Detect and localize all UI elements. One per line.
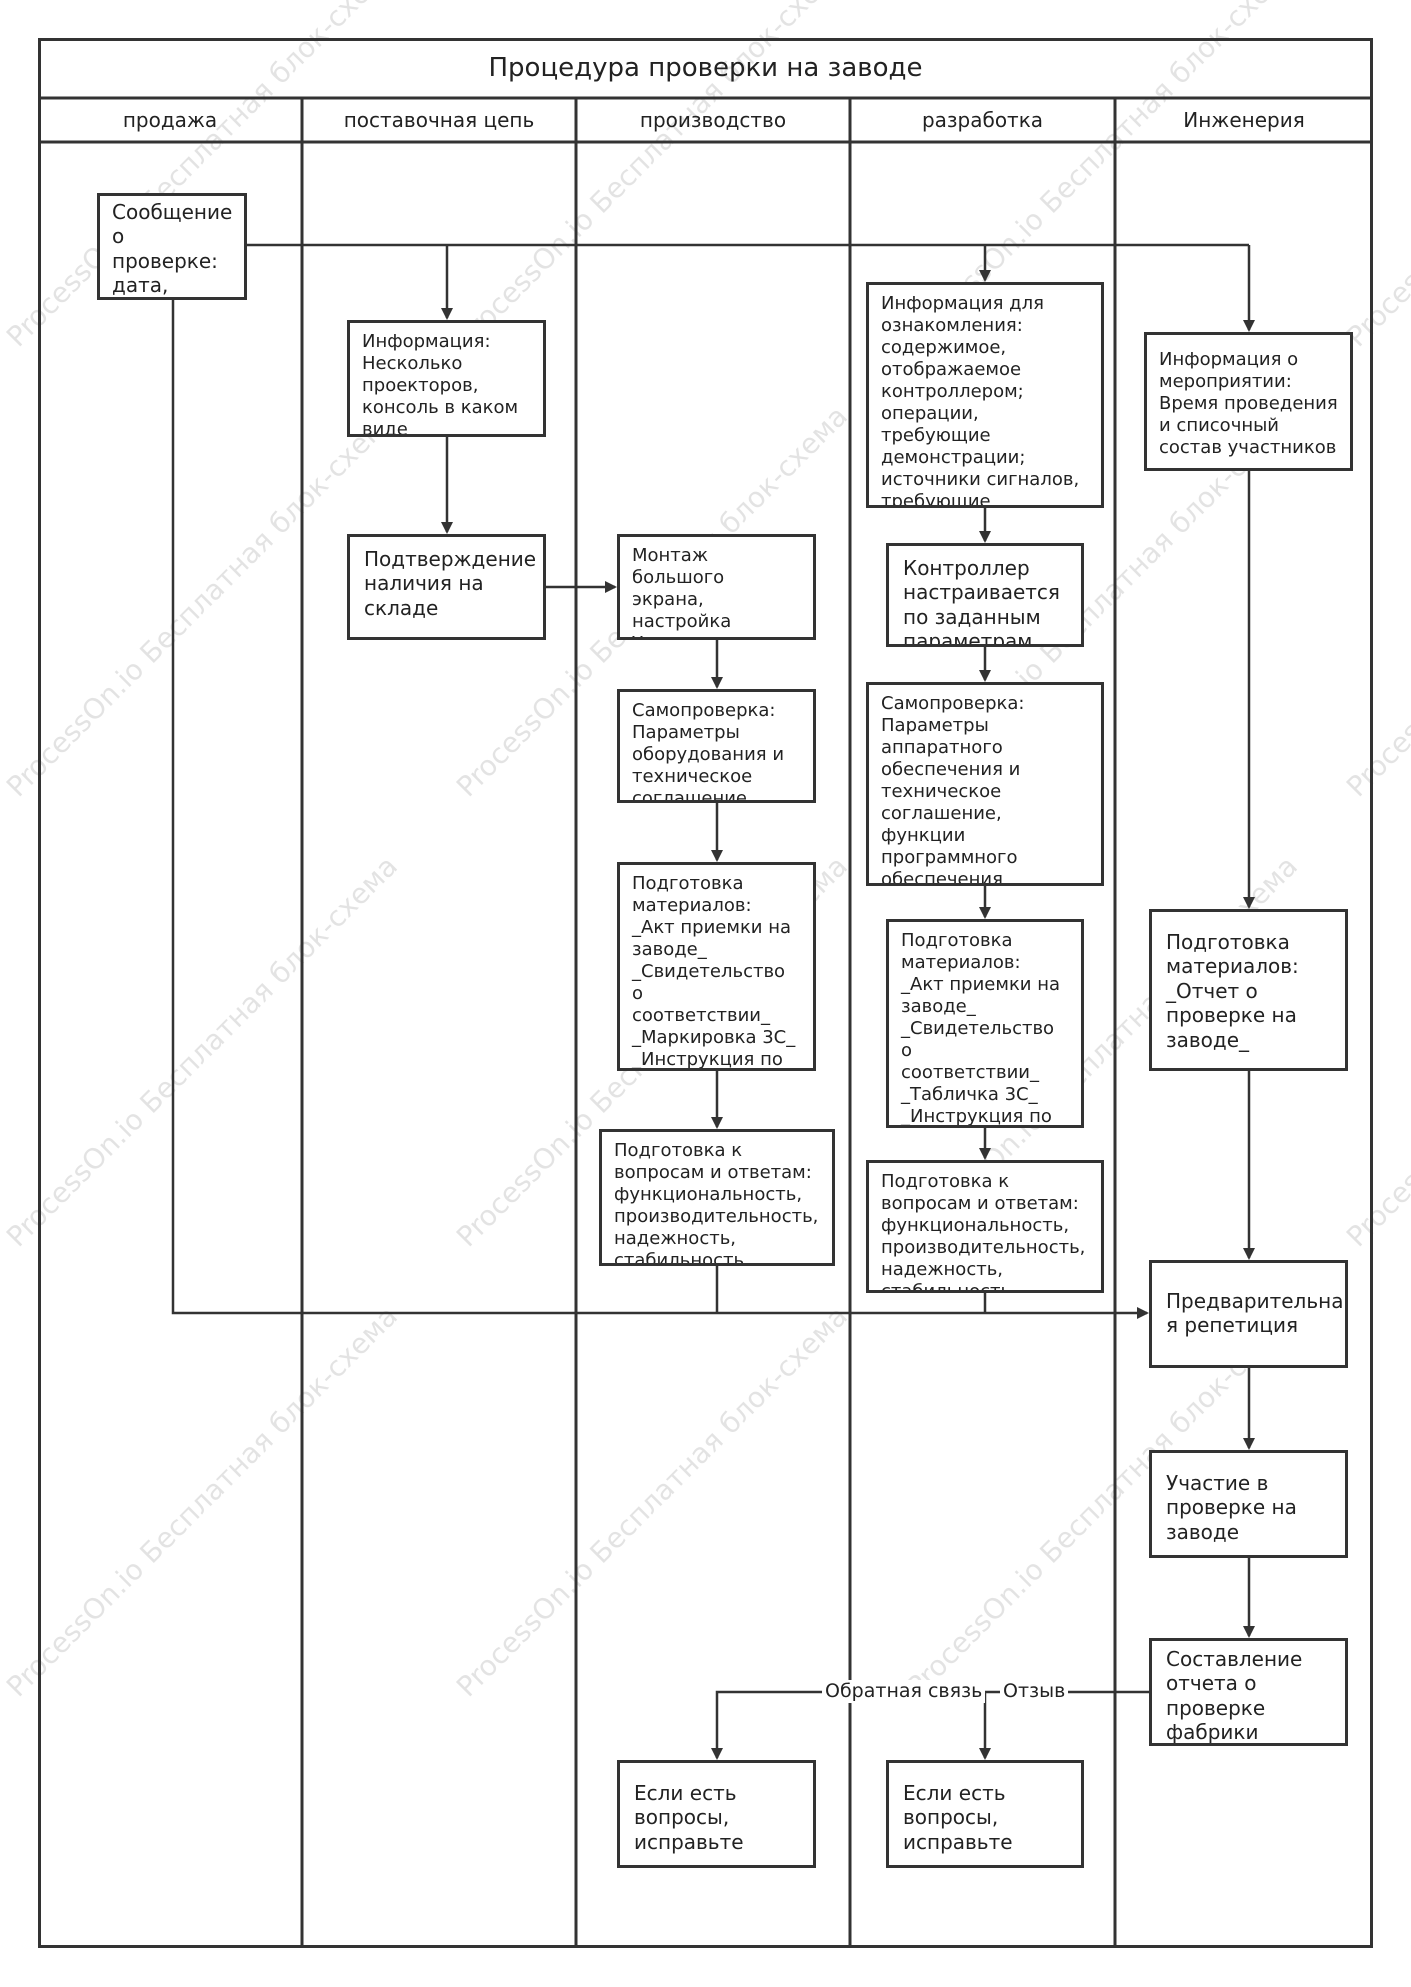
lane-header-engineering: Инженерия [1183,108,1305,132]
edge-label-feedback: Обратная связь [822,1680,986,1703]
node-fix-development: Если есть вопросы, исправьте [886,1760,1084,1868]
node-dev-qa-prep: Подготовка к вопросам и ответам: функцио… [866,1160,1104,1293]
lane-header-production: производство [639,108,787,132]
edge-n1-n15 [171,300,1149,1319]
node-factory-report: Составление отчета о проверке фабрики [1149,1638,1348,1746]
diagram-frame [38,38,1373,1948]
edge-label-review: Отзыв [1000,1680,1069,1703]
node-dev-materials: Подготовка материалов: _Акт приемки на з… [886,919,1084,1128]
node-event-info: Информация о мероприятии: Время проведен… [1144,332,1353,471]
diagram-title: Процедура проверки на заводе [488,53,923,83]
lane-header-sales: продажа [122,108,218,132]
node-production-self-check: Самопроверка: Параметры оборудования и т… [617,689,816,803]
node-production-qa-prep: Подготовка к вопросам и ответам: функцио… [599,1129,835,1266]
node-controller-setup: Контроллер настраивается по заданным пар… [886,543,1084,647]
node-inspection-participation: Участие в проверке на заводе [1149,1450,1348,1558]
node-screen-installation: Монтаж большого экрана, настройка Устано… [617,534,816,640]
node-fix-production: Если есть вопросы, исправьте [617,1760,816,1868]
node-stock-confirmation: Подтверждение наличия на складе [347,534,546,640]
node-dev-self-check: Самопроверка: Параметры аппаратного обес… [866,682,1104,886]
node-rehearsal: Предварительна я репетиция [1149,1260,1348,1368]
lane-header-supply-chain: поставочная цепь [343,108,535,132]
node-report-materials: Подготовка материалов: _Отчет о проверке… [1149,909,1348,1071]
lane-header-development: разработка [921,108,1044,132]
node-dev-info: Информация для ознакомления: содержимое,… [866,282,1104,508]
node-production-materials: Подготовка материалов: _Акт приемки на з… [617,862,816,1071]
node-inspection-notice: Сообщение о проверке: дата, участники [97,193,247,300]
node-supply-info: Информация: Несколько проекторов, консол… [347,320,546,437]
